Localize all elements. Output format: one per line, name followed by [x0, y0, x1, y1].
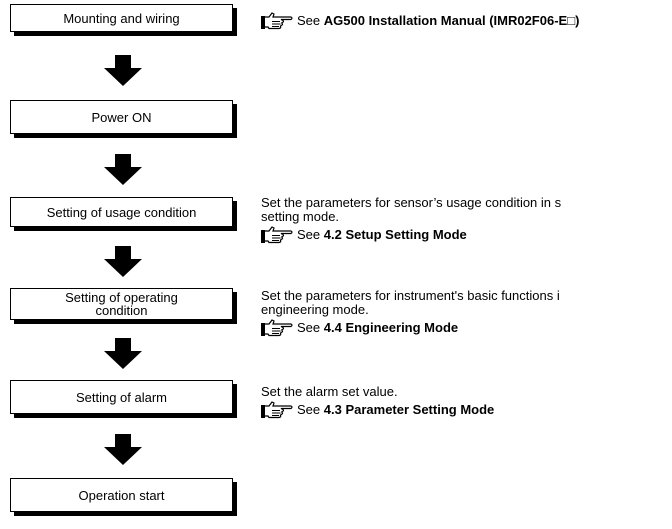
pointing-hand-icon [261, 224, 294, 244]
note-alarm: Set the alarm set value. See 4.3 Paramet… [261, 385, 494, 419]
step-label: Operation start [78, 487, 165, 503]
see-text: See [297, 13, 321, 28]
down-arrow-icon [104, 154, 142, 185]
step-label: Power ON [91, 109, 152, 125]
note-text-line1: Set the alarm set value. [261, 384, 398, 399]
step-label: Setting of alarm [75, 389, 168, 405]
reference-line: See 4.4 Engineering Mode [261, 317, 560, 337]
down-arrow-icon [104, 338, 142, 369]
step-power-on: Power ON [10, 100, 233, 134]
note-text-line1: Set the parameters for sensor’s usage co… [261, 195, 562, 210]
note-text-line2: setting mode. [261, 209, 340, 224]
pointing-hand-icon [261, 399, 294, 419]
reference-title: 4.3 Parameter Setting Mode [323, 402, 495, 417]
reference-line: See AG500 Installation Manual (IMR02F06-… [261, 10, 579, 30]
pointing-hand-icon [261, 10, 294, 30]
note-text-line1: Set the parameters for instrument's basi… [261, 288, 560, 303]
step-usage-condition: Setting of usage condition [10, 197, 233, 227]
reference-title: AG500 Installation Manual (IMR02F06-E□) [323, 13, 580, 28]
reference-line: See 4.3 Parameter Setting Mode [261, 399, 494, 419]
step-label-line1: Setting of operating [65, 290, 178, 305]
step-operating-condition: Setting of operating condition [10, 288, 233, 320]
note-installation: See AG500 Installation Manual (IMR02F06-… [261, 10, 579, 30]
see-text: See [297, 227, 321, 242]
down-arrow-icon [104, 434, 142, 465]
down-arrow-icon [104, 246, 142, 277]
note-text-line2: engineering mode. [261, 302, 369, 317]
step-label: Setting of usage condition [46, 204, 197, 220]
step-operation-start: Operation start [10, 478, 233, 512]
note-usage-condition: Set the parameters for sensor’s usage co… [261, 196, 561, 244]
reference-line: See 4.2 Setup Setting Mode [261, 224, 561, 244]
step-mounting-wiring: Mounting and wiring [10, 4, 233, 32]
step-label: Mounting and wiring [63, 10, 180, 26]
see-text: See [297, 402, 321, 417]
down-arrow-icon [104, 55, 142, 86]
step-label-line2: condition [95, 303, 148, 318]
see-text: See [297, 320, 321, 335]
pointing-hand-icon [261, 317, 294, 337]
reference-title: 4.4 Engineering Mode [323, 320, 459, 335]
step-alarm: Setting of alarm [10, 380, 233, 414]
reference-title: 4.2 Setup Setting Mode [323, 227, 467, 242]
note-operating-condition: Set the parameters for instrument's basi… [261, 289, 560, 337]
